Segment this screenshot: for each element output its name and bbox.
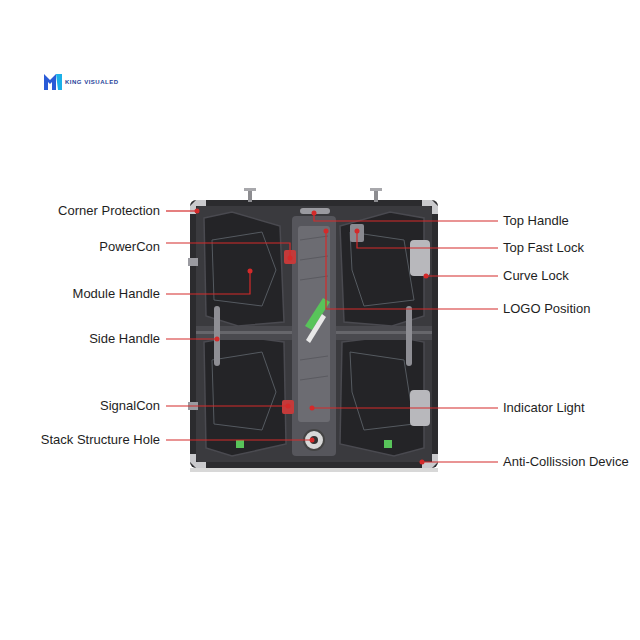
logo-text: KING VISUALED bbox=[65, 78, 119, 86]
part-label: Side Handle bbox=[89, 331, 160, 347]
part-label: Curve Lock bbox=[503, 268, 569, 284]
part-label: Anti-Collission Device bbox=[503, 454, 629, 470]
part-label: Top Handle bbox=[503, 213, 569, 229]
part-label: SignalCon bbox=[100, 398, 160, 414]
leader-dots bbox=[195, 209, 429, 465]
led-cabinet bbox=[188, 188, 438, 472]
part-label: Module Handle bbox=[73, 286, 160, 302]
part-label: Indicator Light bbox=[503, 400, 585, 416]
part-label: Corner Protection bbox=[58, 203, 160, 219]
part-label: LOGO Position bbox=[503, 301, 590, 317]
logo-mark bbox=[44, 74, 62, 90]
part-label: PowerCon bbox=[99, 239, 160, 255]
part-label: Stack Structure Hole bbox=[41, 432, 160, 448]
part-label: Top Fast Lock bbox=[503, 240, 584, 256]
leader-lines bbox=[166, 211, 498, 462]
